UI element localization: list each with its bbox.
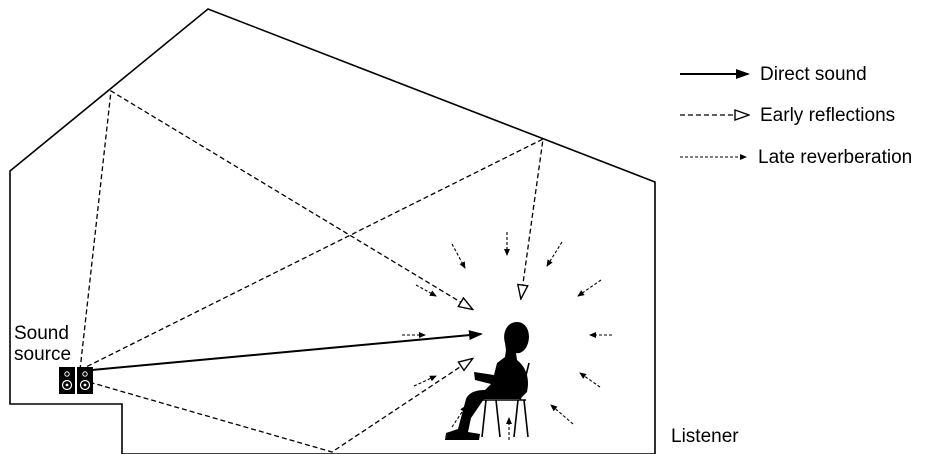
late-reverb-arrow [546, 241, 563, 267]
late-reverb-arrow [413, 375, 437, 387]
legend-late-label: Late reverberation [758, 147, 913, 168]
sound-source-label-line2: source [14, 344, 72, 365]
late-reverb-arrow [579, 372, 601, 388]
legend-early-label: Early reflections [760, 105, 896, 126]
late-reverb-arrow [550, 404, 574, 425]
sound-source-label-line1: Sound [14, 323, 69, 344]
loudspeaker-icon [59, 367, 93, 394]
late-reverb-arrow [577, 279, 602, 297]
listener-silhouette-icon [445, 322, 529, 440]
early-reflection-ceiling-right [79, 137, 544, 371]
listener-label: Listener [671, 426, 739, 447]
late-reverb-arrow [415, 284, 437, 297]
direct-sound-path [91, 330, 483, 371]
early-reflection-floor [81, 359, 472, 453]
early-reflection-ceiling-left [79, 89, 472, 371]
legend [680, 69, 750, 160]
legend-direct-label: Direct sound [760, 64, 867, 85]
room-outline [9, 8, 656, 454]
early-reflection-paths [79, 89, 544, 453]
late-reverb-arrow [451, 243, 466, 269]
